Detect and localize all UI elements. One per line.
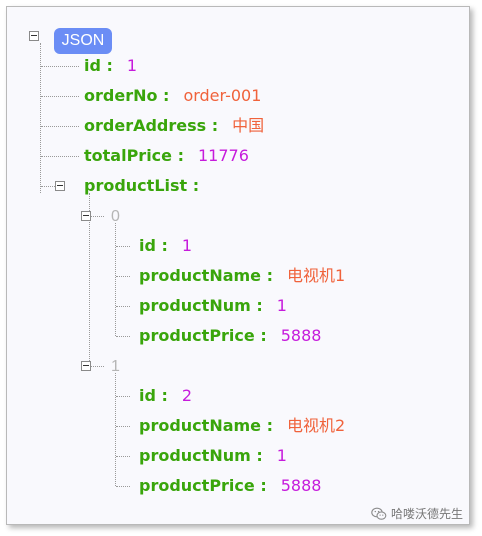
field-separator: : <box>250 446 263 465</box>
field-separator: : <box>261 416 273 435</box>
field-separator: : <box>261 266 273 285</box>
field-row-orderNo[interactable]: orderNo : order-001 <box>84 86 261 106</box>
item-1-field-productPrice[interactable]: productPrice :5888 <box>139 476 321 496</box>
field-value: 电视机2 <box>287 416 346 435</box>
root-guide-line <box>40 43 41 193</box>
field-key: productPrice <box>139 326 255 345</box>
field-key: orderNo <box>84 86 158 105</box>
guide-orderAddress <box>41 126 79 127</box>
guide-item-1-productPrice <box>116 486 130 487</box>
item-0-field-id[interactable]: id :1 <box>139 236 192 256</box>
item-0-guide-line <box>115 223 116 336</box>
wechat-icon <box>371 507 387 520</box>
field-value: 1 <box>126 56 138 75</box>
field-key: id <box>139 386 156 405</box>
list-index-0[interactable]: 0 <box>111 206 120 226</box>
field-separator: : <box>157 86 170 105</box>
guide-id <box>41 66 79 67</box>
guide-item-1 <box>90 366 104 367</box>
field-separator: : <box>250 296 263 315</box>
field-value: 5888 <box>280 476 322 495</box>
field-row-id[interactable]: id :1 <box>84 56 137 76</box>
item-1-field-productName[interactable]: productName : 电视机2 <box>139 416 345 436</box>
field-key: productList <box>84 176 188 195</box>
guide-item-0-id <box>116 246 130 247</box>
list-index-label: 0 <box>111 208 120 225</box>
field-key: productName <box>139 416 262 435</box>
field-key: totalPrice <box>84 146 173 165</box>
field-key: orderAddress <box>84 116 207 135</box>
root-collapse-icon[interactable] <box>29 31 39 41</box>
item-1-guide-line <box>115 373 116 486</box>
field-row-productList[interactable]: productList : <box>84 176 199 196</box>
watermark-text: 哈喽沃德先生 <box>391 507 464 521</box>
list-index-1[interactable]: 1 <box>111 356 120 376</box>
field-separator: : <box>254 476 267 495</box>
item-0-field-productNum[interactable]: productNum :1 <box>139 296 287 316</box>
guide-item-1-id <box>116 396 130 397</box>
field-row-orderAddress[interactable]: orderAddress : 中国 <box>84 116 264 136</box>
productList-guide-line <box>89 193 90 363</box>
list-index-label: 1 <box>111 358 120 375</box>
field-value: 电视机1 <box>287 266 346 285</box>
json-tree-viewer: JSON id :1 orderNo :order-001 orderAddre… <box>6 6 470 525</box>
field-row-totalPrice[interactable]: totalPrice :11776 <box>84 146 249 166</box>
guide-item-1-productNum <box>116 456 130 457</box>
item-0-field-productPrice[interactable]: productPrice :5888 <box>139 326 321 346</box>
field-separator: : <box>172 146 184 165</box>
field-value: 1 <box>181 236 193 255</box>
field-value: 5888 <box>280 326 322 345</box>
item-1-collapse-icon[interactable] <box>81 361 91 371</box>
guide-item-1-productName <box>116 426 130 427</box>
field-key: productNum <box>139 296 251 315</box>
root-node-badge[interactable]: JSON <box>54 28 112 54</box>
guide-item-0-productName <box>116 276 130 277</box>
field-value: 2 <box>181 386 193 405</box>
field-separator: : <box>100 56 113 75</box>
item-1-field-productNum[interactable]: productNum :1 <box>139 446 287 466</box>
field-key: productPrice <box>139 476 255 495</box>
field-value: 11776 <box>197 146 249 165</box>
item-0-collapse-icon[interactable] <box>81 211 91 221</box>
field-value: order-001 <box>183 86 262 105</box>
field-separator: : <box>155 386 168 405</box>
guide-orderNo <box>41 96 79 97</box>
field-separator: : <box>206 116 219 135</box>
field-key: productNum <box>139 446 251 465</box>
guide-item-0 <box>90 216 104 217</box>
field-key: id <box>84 56 101 75</box>
field-separator: : <box>155 236 168 255</box>
field-value: 1 <box>276 296 287 315</box>
field-key: productName <box>139 266 262 285</box>
item-0-field-productName[interactable]: productName : 电视机1 <box>139 266 345 286</box>
field-value: 中国 <box>232 116 265 135</box>
field-separator: : <box>254 326 267 345</box>
field-separator: : <box>187 176 200 195</box>
guide-productList <box>41 186 55 187</box>
item-1-field-id[interactable]: id :2 <box>139 386 192 406</box>
guide-item-0-productPrice <box>116 336 130 337</box>
field-key: id <box>139 236 156 255</box>
field-value: 1 <box>276 446 287 465</box>
guide-totalPrice <box>41 156 79 157</box>
guide-item-0-productNum <box>116 306 130 307</box>
watermark: 哈喽沃德先生 <box>371 504 463 524</box>
productList-collapse-icon[interactable] <box>55 181 65 191</box>
